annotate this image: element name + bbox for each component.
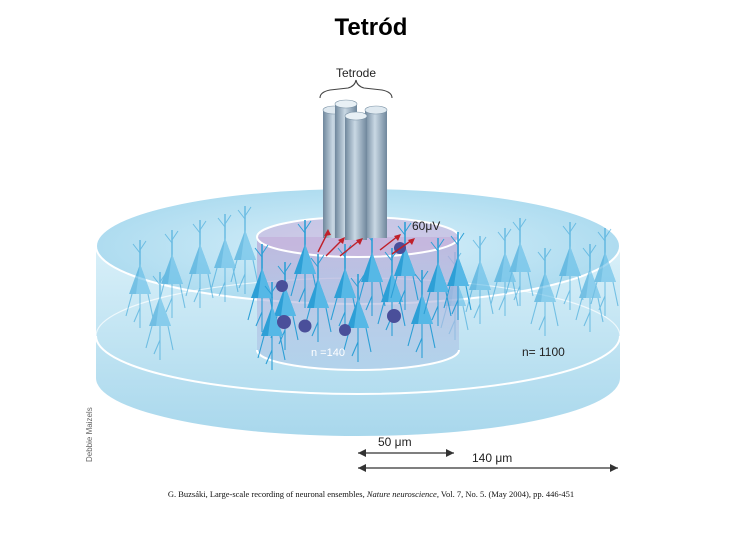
- slide-title: Tetród: [334, 14, 408, 41]
- outer-radius-label: 140 μm: [472, 451, 512, 465]
- tetrode-wires: [322, 99, 388, 240]
- field-vectors: [317, 229, 415, 257]
- citation-suffix: , Vol. 7, No. 5. (May 2004), pp. 446-451: [436, 489, 575, 499]
- citation-prefix: G. Buzsáki, Large-scale recording of neu…: [167, 489, 367, 499]
- tetrode-brace: [319, 79, 393, 99]
- outer-count-label: n= 1100: [522, 345, 565, 359]
- interneuron-spheres: [276, 242, 406, 336]
- artist-credit: Debbie Maizels: [85, 407, 94, 462]
- inner-radius-label: 50 μm: [378, 435, 412, 449]
- citation-journal: Nature neuroscience: [366, 489, 437, 499]
- scale-bars: [358, 449, 618, 472]
- citation-caption: G. Buzsáki, Large-scale recording of neu…: [0, 489, 742, 499]
- voltage-label: 60μV: [412, 219, 440, 233]
- tetrode-label: Tetrode: [336, 66, 376, 80]
- inner-count-label: n =140: [311, 347, 345, 359]
